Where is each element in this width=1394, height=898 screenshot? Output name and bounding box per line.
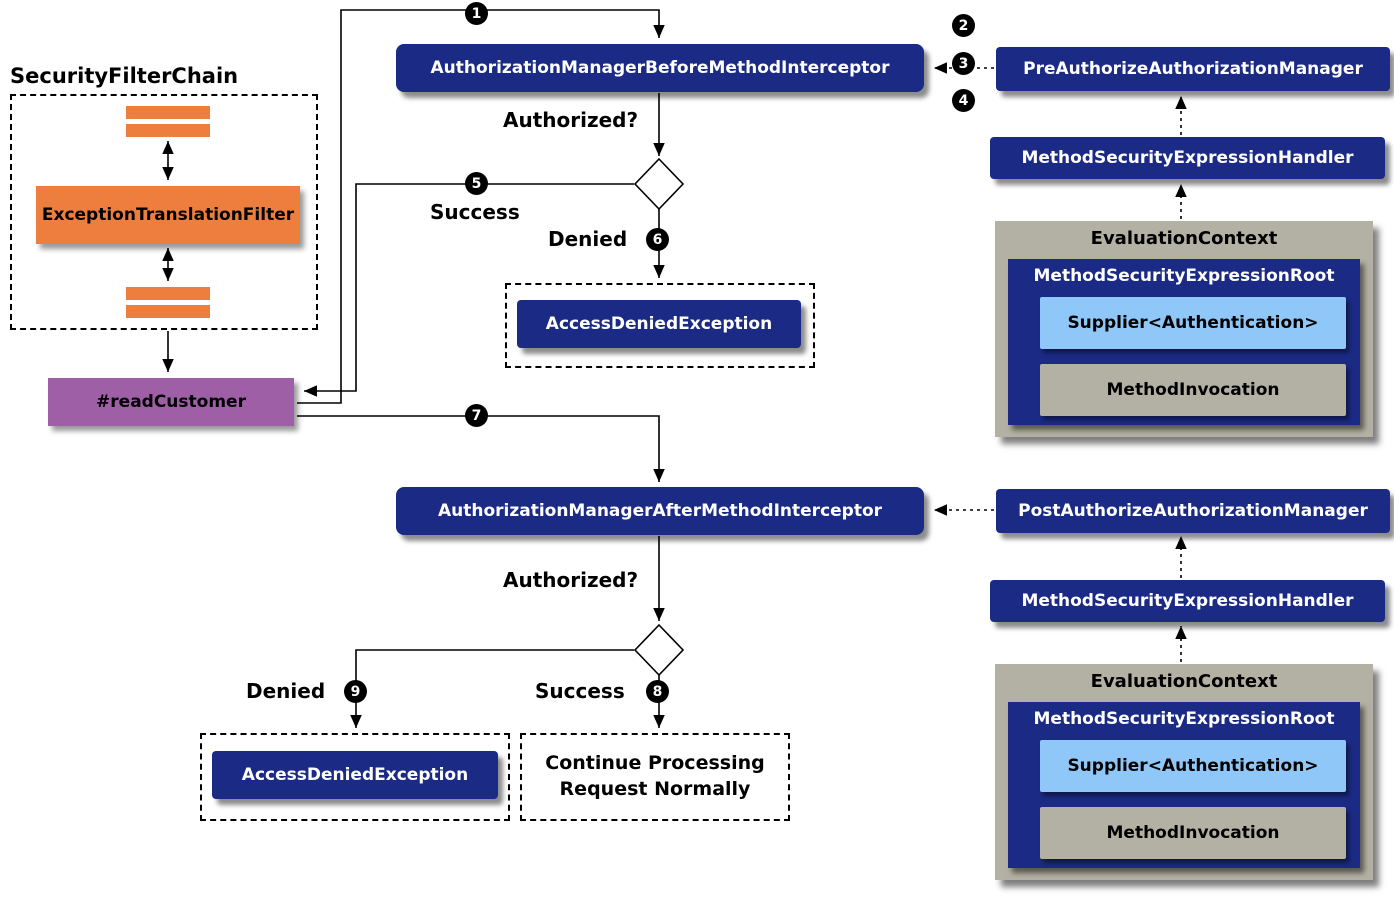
success-label-1: Success (430, 200, 520, 224)
step-badge-2: 2 (952, 14, 975, 37)
post-authorize-manager: PostAuthorizeAuthorizationManager (996, 489, 1390, 533)
authorized-label-1: Authorized? (503, 108, 639, 132)
filter-bar (126, 305, 210, 318)
expression-root-2: MethodSecurityExpressionRoot Supplier<Au… (1008, 702, 1360, 868)
continue-processing-line2: Request Normally (559, 778, 751, 800)
after-method-interceptor: AuthorizationManagerAfterMethodIntercept… (396, 487, 924, 535)
step-badge-4: 4 (952, 89, 975, 112)
step-badge-1: 1 (465, 2, 488, 25)
security-filter-chain-title: SecurityFilterChain (10, 64, 239, 88)
denied-label-1: Denied (548, 227, 628, 251)
before-method-interceptor: AuthorizationManagerBeforeMethodIntercep… (396, 44, 924, 92)
success-label-2: Success (535, 679, 625, 703)
evaluation-context-title-1: EvaluationContext (1090, 228, 1278, 249)
evaluation-context-2: EvaluationContext MethodSecurityExpressi… (995, 664, 1373, 880)
step-badge-5: 5 (465, 172, 488, 195)
continue-processing-line1: Continue Processing (545, 752, 765, 775)
method-invocation-1: MethodInvocation (1040, 364, 1346, 416)
decision-diamond-after (633, 623, 685, 677)
denied-label-2: Denied (246, 679, 326, 703)
step-badge-3: 3 (952, 52, 975, 75)
evaluation-context-title-2: EvaluationContext (1090, 671, 1278, 692)
decision-diamond-before (633, 157, 685, 211)
authorized-label-2: Authorized? (503, 568, 639, 592)
expression-root-1: MethodSecurityExpressionRoot Supplier<Au… (1008, 259, 1360, 425)
supplier-authentication-2: Supplier<Authentication> (1040, 740, 1346, 792)
method-invocation-2: MethodInvocation (1040, 807, 1346, 859)
step-badge-7: 7 (465, 404, 488, 427)
evaluation-context-1: EvaluationContext MethodSecurityExpressi… (995, 221, 1373, 437)
access-denied-exception-2: AccessDeniedException (212, 751, 498, 799)
access-denied-exception-1: AccessDeniedException (517, 300, 801, 348)
step-badge-6: 6 (646, 228, 669, 251)
access-denied-container-2 (200, 733, 510, 821)
step-badge-9: 9 (344, 680, 367, 703)
filter-bar (126, 106, 210, 119)
expression-handler-1: MethodSecurityExpressionHandler (990, 137, 1385, 179)
supplier-authentication-1: Supplier<Authentication> (1040, 297, 1346, 349)
read-customer-method: #readCustomer (48, 378, 294, 426)
continue-processing-box: Continue Processing Request Normally (520, 733, 790, 821)
filter-bar (126, 287, 210, 300)
exception-translation-filter: ExceptionTranslationFilter (36, 186, 300, 244)
pre-authorize-manager: PreAuthorizeAuthorizationManager (996, 47, 1390, 91)
filter-bar (126, 124, 210, 137)
expression-root-title-2: MethodSecurityExpressionRoot (1033, 709, 1335, 729)
expression-root-title-1: MethodSecurityExpressionRoot (1033, 266, 1335, 286)
step-badge-8: 8 (646, 680, 669, 703)
expression-handler-2: MethodSecurityExpressionHandler (990, 580, 1385, 622)
